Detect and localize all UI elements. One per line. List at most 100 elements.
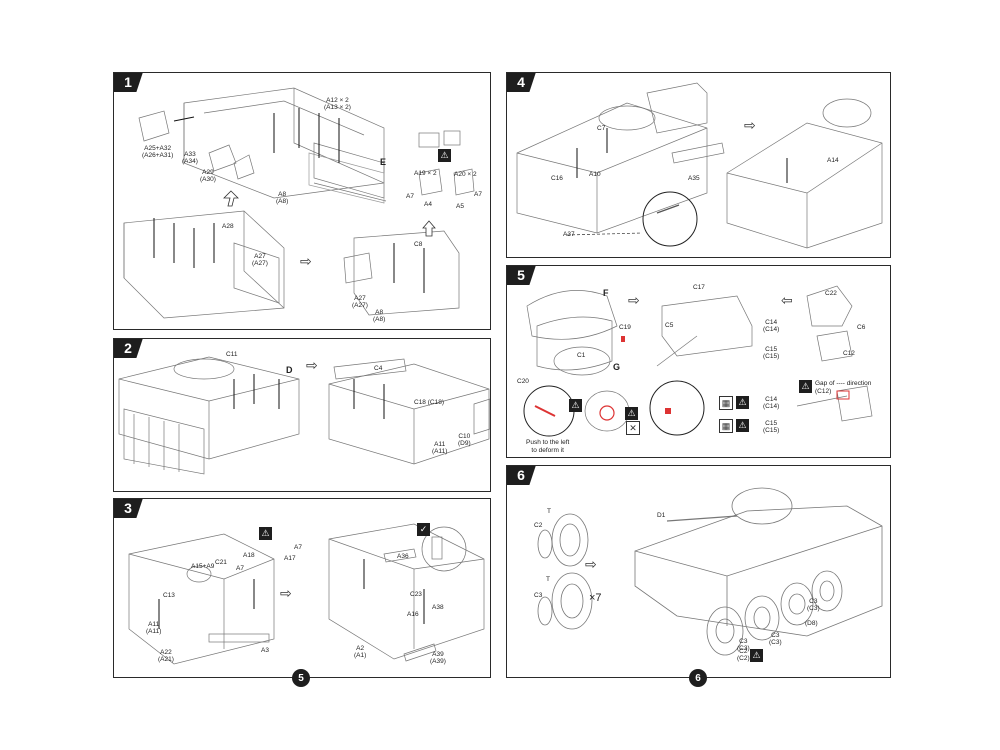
label-a2: A2 (A1): [354, 645, 367, 659]
label-a7: A7: [294, 544, 302, 551]
arrow-right-icon: ⇨: [280, 585, 292, 601]
push-note: Push to the left to deform it: [526, 439, 570, 454]
label-a12: A12 × 2 (A13 × 2): [324, 97, 351, 111]
label-a8: A8 (A8): [276, 191, 289, 205]
label-c15: C15 (C15): [763, 346, 780, 360]
label-a38: A38: [432, 604, 444, 611]
label-c8: C8: [414, 241, 423, 248]
label-a27-b: A27 (A27): [352, 295, 368, 309]
part-icon-c15: ▦: [719, 419, 733, 433]
label-c14-b: C14 (C14): [763, 396, 780, 410]
label-a17: A17: [284, 555, 296, 562]
label-a25: A25+A32 (A26+A31): [142, 145, 174, 159]
step-5-panel: 5 ⇨ ⇦ F C19 C1 G C20 Push to the left to…: [506, 265, 891, 458]
step-number-badge: 5: [507, 266, 536, 285]
label-c16: C16: [551, 175, 563, 182]
step-number-badge: 2: [114, 339, 143, 358]
label-a33: A33 (A34): [182, 151, 198, 165]
label-c17: C17: [693, 284, 705, 291]
label-c1: C1: [577, 352, 586, 359]
label-c22: C22: [825, 290, 837, 297]
label-c19: C19: [619, 324, 631, 331]
step-1-line-art: [123, 87, 475, 319]
label-c10: C10 (D9): [458, 433, 471, 447]
label-c23: C23: [410, 591, 422, 598]
step-number-badge: 1: [114, 73, 143, 92]
label-c6: C6: [857, 324, 866, 331]
arrow-right-icon: ⇨: [306, 357, 318, 373]
label-c3-c: C3 (C3): [769, 632, 782, 646]
label-c18: C18 (C18): [414, 399, 444, 406]
label-a11: A11 (A11): [432, 441, 448, 455]
step-6-line-art: [537, 487, 883, 656]
step-number-badge: 6: [507, 466, 536, 485]
label-c15-b: C15 (C15): [763, 420, 780, 434]
label-a14: A14: [827, 157, 839, 164]
step-3-panel: 3 ⇨ ⚠ ✓ A18 A7 A7 A17 C21 A15+A9 C1: [113, 498, 491, 678]
label-a36: A36: [397, 553, 409, 560]
label-a15: A15+A9: [191, 563, 215, 570]
warning-icon-3: ⚠: [736, 396, 749, 409]
label-c7: C7: [597, 125, 606, 132]
label-a11: A11 (A11): [146, 621, 162, 635]
label-d8: (D8): [805, 620, 818, 627]
label-c21: C21: [215, 559, 227, 566]
label-c2: C2: [534, 522, 543, 529]
page-number-left: 5: [292, 669, 310, 687]
warning-icon-2: ⚠: [625, 407, 638, 420]
label-c4: C4: [374, 365, 383, 372]
label-c20: C20: [517, 378, 529, 385]
label-a29: A29 (A30): [200, 169, 216, 183]
label-a37: A37: [563, 231, 575, 238]
cross-icon: ✕: [626, 421, 640, 435]
label-t-2: T: [546, 576, 550, 583]
label-c3-b: C3 (C3): [807, 598, 820, 612]
gap-note: Gap of ---- direction (C12): [815, 380, 872, 395]
label-a27: A27 (A27): [252, 253, 268, 267]
label-c13: C13: [163, 592, 175, 599]
arrow-right-icon: ⇨: [300, 253, 312, 269]
label-c14: C14 (C14): [763, 319, 780, 333]
label-d: D: [286, 365, 293, 375]
label-g: G: [613, 362, 621, 372]
multiplier-label: ×7: [589, 592, 602, 604]
label-a39: A39 (A39): [430, 651, 446, 665]
label-e: E: [380, 157, 387, 167]
label-a8-b: A8 (A8): [373, 309, 386, 323]
label-a16: A16: [407, 611, 419, 618]
label-a22: A22 (A21): [158, 649, 174, 663]
step-4-panel: 4 ⇨ C7 C16 A10 A35 A37 A14: [506, 72, 891, 258]
step-6-panel: 6 ⇨ T C2 T C3: [506, 465, 891, 678]
arrow-right-icon: ⇨: [628, 292, 640, 308]
label-c12: C12: [843, 350, 855, 357]
step-2-panel: 2 ⇨ C11 D C4 C18 (C18): [113, 338, 491, 492]
arrow-left-icon: ⇦: [781, 292, 793, 308]
check-icon: ✓: [417, 523, 430, 536]
label-c3: C3: [534, 592, 543, 599]
label-t: T: [547, 508, 551, 515]
step-5-line-art: [523, 285, 873, 437]
label-a19: A19 × 2: [414, 170, 437, 177]
no-glue-icon: ⚠: [438, 149, 451, 162]
step-number-badge: 3: [114, 499, 143, 518]
step-number-badge: 4: [507, 73, 536, 92]
step-2-line-art: [118, 356, 490, 475]
label-c5: C5: [665, 322, 674, 329]
part-icon-c14: ▦: [719, 396, 733, 410]
arrow-right-icon: ⇨: [585, 556, 597, 572]
label-a3: A3: [261, 647, 269, 654]
step-4-line-art: [516, 82, 883, 249]
label-a35: A35: [688, 175, 700, 182]
page-number-right: 6: [689, 669, 707, 687]
label-a18: A18: [243, 552, 255, 559]
label-a7-left: A7: [406, 193, 414, 200]
label-a4: A4: [424, 201, 432, 208]
label-a28: A28: [222, 223, 234, 230]
warning-icon: ⚠: [750, 649, 763, 662]
label-f: F: [603, 288, 609, 298]
label-a20: A20 × 2: [454, 171, 477, 178]
label-c2-b: C2 (C2): [737, 648, 750, 662]
warning-icon-5: ⚠: [799, 380, 812, 393]
label-c11: C11: [226, 351, 238, 358]
